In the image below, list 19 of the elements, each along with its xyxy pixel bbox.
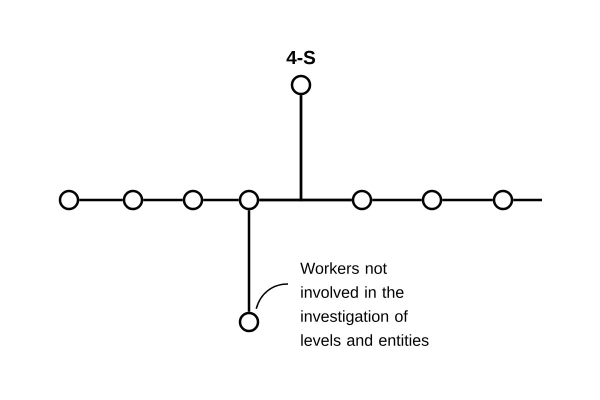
- connector-line: [248, 210, 250, 312]
- note-text: Workers not involved in the investigation of levels and entities: [300, 262, 429, 346]
- circle-node: [182, 190, 204, 210]
- connector-line: [79, 198, 123, 202]
- connector-line: [300, 95, 352, 202]
- circle-node: [238, 312, 260, 332]
- connector-line: [513, 198, 542, 202]
- connector-line: [442, 198, 493, 202]
- node-label: 4-S: [286, 50, 316, 64]
- circle-node: [238, 190, 260, 210]
- connector-line: [372, 198, 422, 202]
- circle-node: [492, 190, 514, 210]
- circle-node: [352, 190, 372, 210]
- connector-line: [143, 198, 183, 202]
- circle-node: [58, 190, 80, 210]
- connector-line: [203, 198, 239, 202]
- circle-node: [422, 190, 442, 210]
- leader-line: [256, 283, 288, 309]
- circle-node: [122, 190, 144, 210]
